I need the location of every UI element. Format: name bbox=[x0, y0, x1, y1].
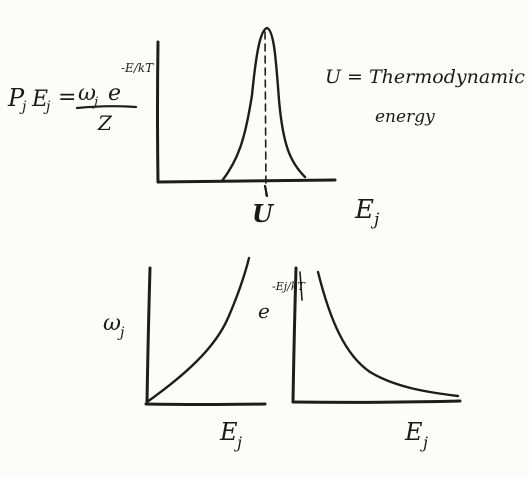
formula-numerator-exp-base: e bbox=[108, 81, 121, 106]
degeneracy-curve bbox=[145, 256, 251, 404]
formula-numerator-sub: j bbox=[91, 95, 98, 110]
peak-dashed-line bbox=[264, 31, 267, 196]
bottom-right-y-label-base: e bbox=[258, 299, 270, 323]
distribution-curve bbox=[220, 26, 307, 183]
bottom-right-y-axis bbox=[291, 266, 298, 404]
formula-numerator: ω bbox=[78, 81, 96, 106]
top-plot-x-label: E bbox=[354, 195, 374, 225]
formula-exponent: -E/kT bbox=[121, 61, 154, 75]
bottom-left-x-axis bbox=[144, 402, 267, 406]
boltzmann-curve bbox=[316, 270, 460, 398]
bottom-left-y-label-sub: j bbox=[117, 325, 125, 341]
definition-line-2: energy bbox=[375, 107, 435, 127]
fraction-bar bbox=[75, 105, 138, 110]
bottom-right-y-label-exponent: -Ej/kT bbox=[272, 280, 307, 293]
definition-line-1: U = Thermodynamic bbox=[325, 66, 525, 88]
top-plot-x-label-sub: j bbox=[370, 210, 380, 230]
formula-lhs: P bbox=[7, 84, 25, 112]
probability-formula: P j E j = ω j e -E/kT Z bbox=[7, 61, 154, 135]
y-label-strokes bbox=[299, 271, 303, 301]
bottom-right-plot: e -Ej/kT E j bbox=[258, 266, 462, 452]
bottom-left-x-label-sub: j bbox=[234, 433, 242, 452]
bottom-left-plot: ω j E j bbox=[103, 256, 267, 452]
bottom-left-x-label: E bbox=[219, 418, 238, 446]
definition-note: U = Thermodynamic energy bbox=[325, 66, 525, 127]
formula-lhs-sub: j bbox=[19, 99, 27, 115]
formula-equals: = bbox=[58, 85, 76, 110]
bottom-left-y-axis bbox=[145, 266, 152, 405]
formula-lhs-arg-sub: j bbox=[43, 99, 51, 115]
peak-tick bbox=[263, 184, 269, 198]
top-plot: U E j bbox=[156, 26, 380, 230]
top-plot-y-axis bbox=[156, 40, 160, 184]
peak-label: U bbox=[252, 199, 275, 228]
bottom-right-x-label-sub: j bbox=[420, 433, 428, 452]
formula-denominator: Z bbox=[97, 111, 113, 135]
bottom-right-x-axis bbox=[291, 399, 462, 404]
formula-lhs-arg: E bbox=[31, 87, 48, 112]
top-plot-x-axis bbox=[156, 178, 337, 184]
bottom-left-y-label: ω bbox=[103, 311, 121, 336]
bottom-right-x-label: E bbox=[404, 418, 423, 446]
